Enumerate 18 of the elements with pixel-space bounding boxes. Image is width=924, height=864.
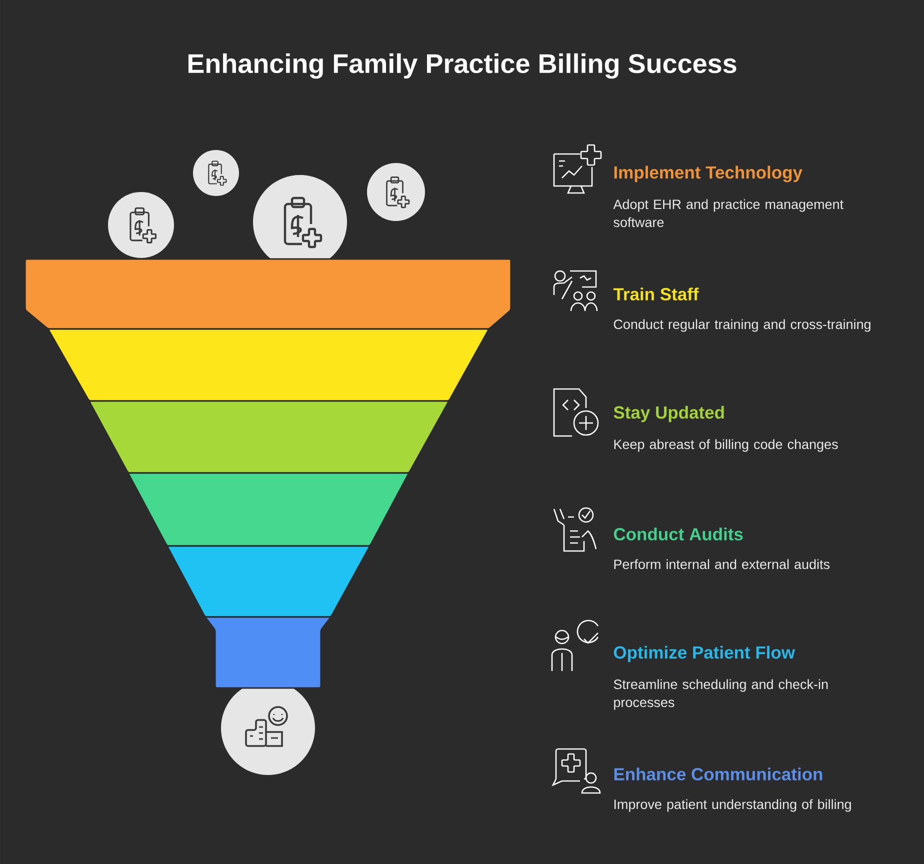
funnel-band: [166, 545, 370, 618]
step-description: Streamline scheduling and check-in processes: [614, 679, 828, 710]
funnel-band: [128, 472, 410, 547]
step-description: Keep abreast of billing code changes: [614, 439, 838, 452]
funnel-band: [48, 328, 490, 402]
funnel-band: [205, 616, 331, 689]
step-description: Conduct regular training and cross-training: [614, 319, 870, 332]
title: Enhancing Family Practice Billing Success: [188, 53, 736, 79]
step-heading: Conduct Audits: [614, 528, 743, 540]
funnel-band: [24, 258, 512, 330]
step-heading: Implement Technology: [614, 166, 802, 182]
step-heading: Stay Updated: [614, 406, 724, 422]
step-description: Improve patient understanding of billing: [614, 799, 851, 812]
step-heading: Train Staff: [613, 288, 699, 300]
step-heading: Enhance Communication: [614, 768, 822, 780]
step-description: Perform internal and external audits: [614, 559, 830, 570]
step-heading: Optimize Patient Flow: [614, 646, 796, 662]
step-description: Adopt EHR and practice management software: [613, 199, 844, 228]
